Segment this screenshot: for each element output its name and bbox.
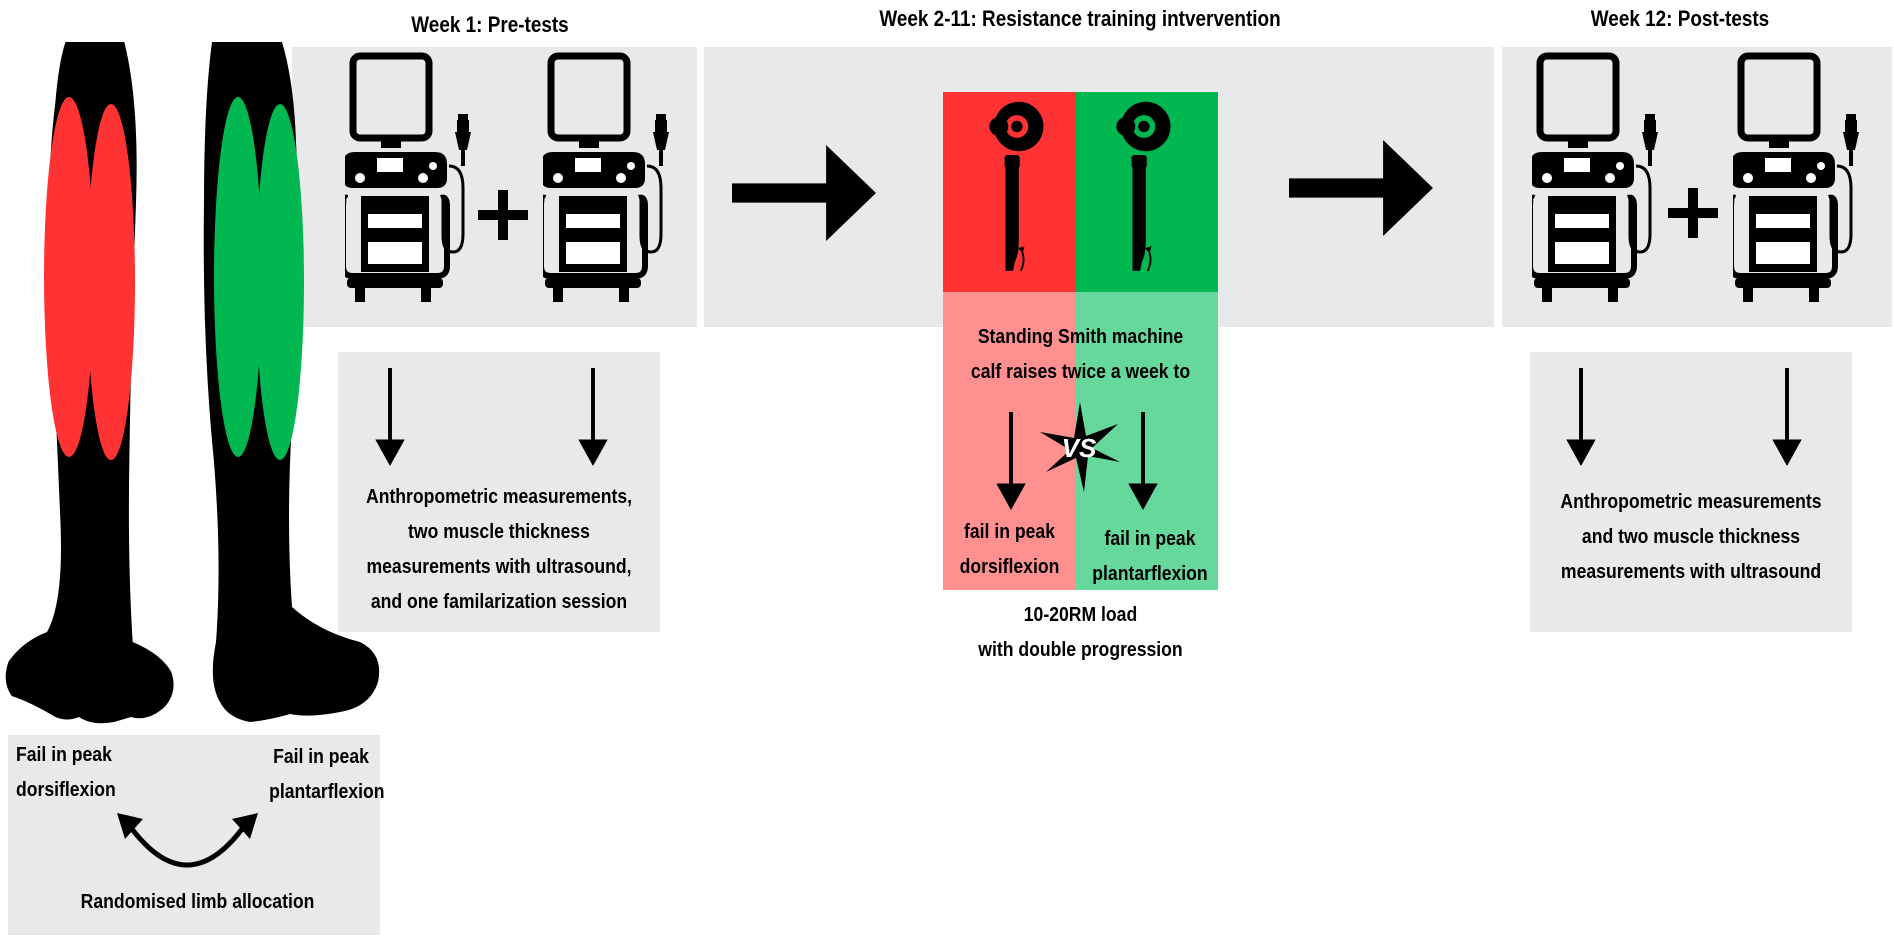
calf-raise-icon (985, 98, 1045, 288)
right-leg (200, 42, 380, 727)
ultrasound-machine-icon (345, 48, 475, 323)
right-calf-muscle-medial (214, 97, 262, 457)
allocation-caption: Randomised limb allocation (80, 891, 315, 913)
swap-arrow-icon (117, 813, 258, 868)
ultrasound-machine-icon (543, 48, 673, 323)
plus-icon (478, 190, 528, 240)
pretest-description: Anthropometric measurements, two muscle … (365, 486, 633, 613)
calf-raise-icon (1112, 98, 1172, 288)
left-leg-label: Fail in peak dorsiflexion (16, 744, 116, 801)
left-leg (5, 42, 174, 727)
posttest-description-box (1530, 352, 1852, 632)
arrow-right-icon (1285, 140, 1437, 236)
load-description: 10-20RM load with double progression (978, 604, 1183, 661)
plantarflexion-outcome-label: fail in peak plantarflexion (1092, 528, 1208, 585)
allocation-box (8, 735, 380, 935)
plantarflexion-outcome-tile (1076, 292, 1218, 590)
svg-text:VS: VS (1062, 433, 1097, 463)
arrow-right-icon (728, 145, 880, 241)
arrow-down-icon (375, 368, 405, 466)
arrow-down-icon (1772, 368, 1802, 466)
ultrasound-machine-icon (1532, 48, 1662, 323)
left-calf-muscle-lateral (87, 104, 135, 460)
ultrasound-machine-icon (1733, 48, 1863, 323)
week1-heading: Week 1: Pre-tests (411, 12, 569, 37)
arrow-down-icon (1566, 368, 1596, 466)
week2-11-heading: Week 2-11: Resistance training intverven… (879, 6, 1281, 31)
vs-burst-icon: VS (1040, 402, 1120, 492)
plus-icon (1668, 188, 1718, 238)
right-calf-muscle-lateral (256, 104, 304, 460)
intervention-description: Standing Smith machine calf raises twice… (970, 326, 1191, 383)
right-leg-label: Fail in peak plantarflexion (269, 746, 385, 803)
dorsiflexion-outcome-label: fail in peak dorsiflexion (959, 521, 1060, 578)
arrow-down-icon (578, 368, 608, 466)
week12-heading: Week 12: Post-tests (1590, 6, 1770, 31)
posttest-description: Anthropometric measurements and two musc… (1560, 491, 1822, 583)
arrow-down-icon (1128, 412, 1158, 510)
arrow-down-icon (996, 412, 1026, 510)
left-calf-muscle-medial (44, 97, 94, 457)
